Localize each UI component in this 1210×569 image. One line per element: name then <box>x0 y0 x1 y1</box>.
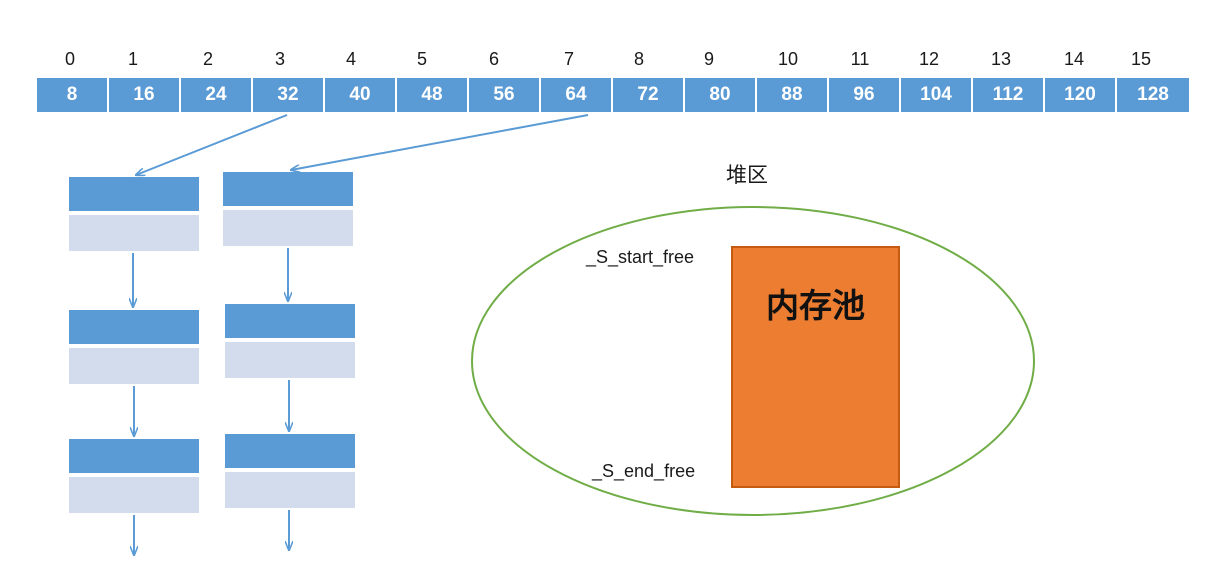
free-list-index: 7 <box>563 49 574 69</box>
free-list-slot: 24 <box>181 78 251 112</box>
free-list-index: 2 <box>202 49 213 69</box>
free-list-slot: 40 <box>325 78 395 112</box>
free-list-index: 10 <box>777 49 799 69</box>
free-list-slot: 88 <box>757 78 827 112</box>
free-list-index: 13 <box>990 49 1012 69</box>
free-list-slot: 64 <box>541 78 611 112</box>
free-list-index: 9 <box>703 49 714 69</box>
free-list-slot: 96 <box>829 78 899 112</box>
free-list-index: 3 <box>274 49 285 69</box>
free-block-header <box>69 177 199 211</box>
free-list-slot: 8 <box>37 78 107 112</box>
start-free-pointer-label: _S_start_free <box>586 247 695 267</box>
slot-32-pointer-arrow <box>136 114 288 175</box>
free-block-body <box>225 472 355 508</box>
free-list-slot: 48 <box>397 78 467 112</box>
free-list-index: 5 <box>416 49 427 69</box>
free-block-body <box>223 210 353 246</box>
memory-pool-block: 内存池 <box>731 246 900 488</box>
free-list-index: 8 <box>633 49 644 69</box>
free-list-index: 12 <box>918 49 940 69</box>
free-block-body <box>225 342 355 378</box>
free-list-slot: 16 <box>109 78 179 112</box>
free-block-body <box>69 215 199 251</box>
free-list-slot: 120 <box>1045 78 1115 112</box>
free-list-slot: 80 <box>685 78 755 112</box>
free-block-header <box>69 439 199 473</box>
free-block-header <box>225 304 355 338</box>
free-list-index: 4 <box>345 49 356 69</box>
free-list-index: 1 <box>127 49 138 69</box>
free-block-body <box>69 348 199 384</box>
free-block-header <box>225 434 355 468</box>
heap-title: 堆区 <box>726 164 768 187</box>
heap-ellipse <box>471 206 1035 516</box>
free-list-index: 15 <box>1130 49 1152 69</box>
free-list-index: 11 <box>850 49 870 69</box>
free-list-slot: 104 <box>901 78 971 112</box>
free-list-slot: 56 <box>469 78 539 112</box>
free-list-slot: 128 <box>1117 78 1189 112</box>
free-list-slot: 112 <box>973 78 1043 112</box>
free-block-header <box>223 172 353 206</box>
free-list-index: 0 <box>64 49 75 69</box>
free-block-body <box>69 477 199 513</box>
end-free-pointer-label: _S_end_free <box>592 461 696 481</box>
slot-64-pointer-arrow <box>291 114 589 170</box>
free-list-slot: 32 <box>253 78 323 112</box>
free-list-index: 14 <box>1063 49 1085 69</box>
free-block-header <box>69 310 199 344</box>
memory-pool-label: 内存池 <box>766 287 865 324</box>
free-list-index: 6 <box>488 49 499 69</box>
free-list-slot: 72 <box>613 78 683 112</box>
